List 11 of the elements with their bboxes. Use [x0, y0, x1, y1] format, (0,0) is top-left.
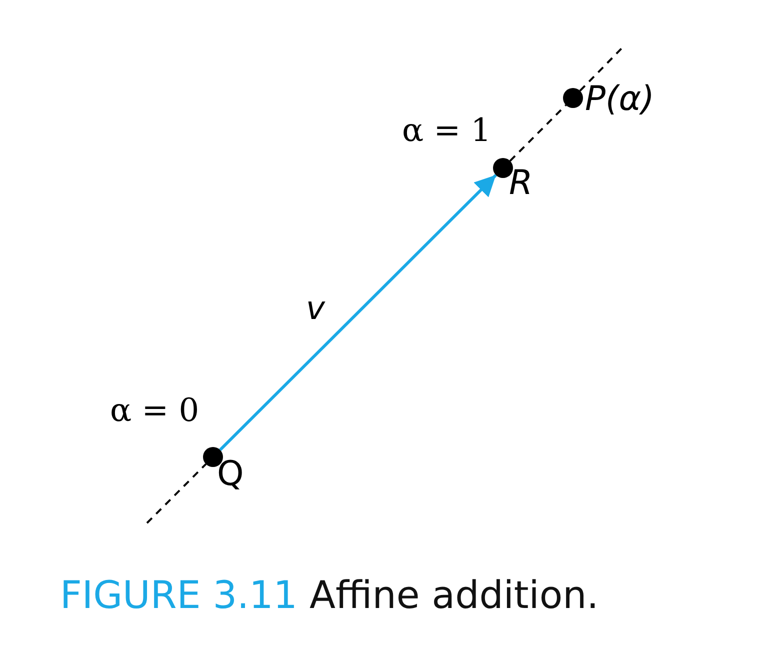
point-label: P(α): [585, 80, 654, 118]
parameter-label: α = 0: [110, 392, 200, 428]
point-label: Q: [217, 455, 244, 493]
vector-arrow: [219, 174, 497, 451]
dashed-line: [579, 47, 623, 92]
parameter-label: α = 1: [402, 112, 492, 148]
figure-caption: FIGURE 3.11 Affine addition.: [60, 572, 599, 618]
vector-label: v: [306, 290, 325, 326]
point-label: R: [509, 164, 533, 202]
dashed-line: [509, 104, 567, 162]
dashed-line: [146, 463, 207, 524]
